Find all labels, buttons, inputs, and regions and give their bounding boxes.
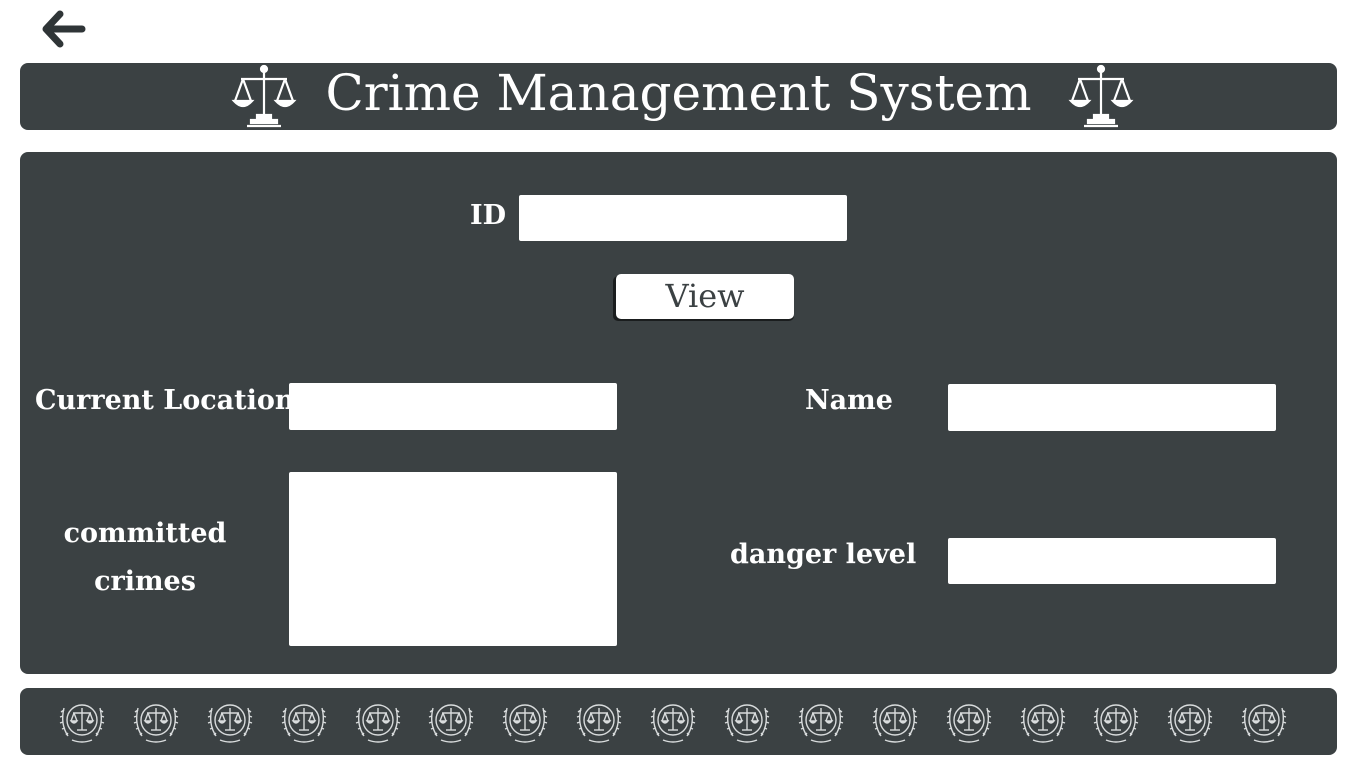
committed-crimes-textarea[interactable]: [289, 472, 617, 646]
scales-laurel-emblem-icon: [1019, 696, 1067, 750]
danger-level-label: danger level: [730, 539, 917, 570]
scales-of-justice-icon: [231, 64, 297, 128]
committed-crimes-label-line1: committed: [63, 518, 227, 549]
header-banner: Crime Management System: [20, 63, 1337, 130]
scales-laurel-emblem-icon: [1166, 696, 1214, 750]
scales-laurel-emblem-icon: [649, 696, 697, 750]
name-input[interactable]: [948, 384, 1276, 431]
scales-laurel-emblem-icon: [427, 696, 475, 750]
scales-laurel-emblem-icon: [945, 696, 993, 750]
scales-laurel-emblem-icon: [723, 696, 771, 750]
scales-laurel-emblem-icon: [354, 696, 402, 750]
id-input[interactable]: [519, 195, 847, 241]
scales-laurel-emblem-icon: [58, 696, 106, 750]
back-button[interactable]: [40, 10, 88, 50]
scales-laurel-emblem-icon: [1092, 696, 1140, 750]
page-title: Crime Management System: [325, 64, 1032, 122]
scales-laurel-emblem-icon: [797, 696, 845, 750]
scales-laurel-emblem-icon: [501, 696, 549, 750]
footer-emblem-row: [58, 696, 1288, 750]
scales-laurel-emblem-icon: [575, 696, 623, 750]
arrow-left-icon: [42, 10, 86, 48]
danger-level-input[interactable]: [948, 538, 1276, 584]
record-form-panel: ID View Current Location Name committed …: [20, 152, 1337, 674]
current-location-label: Current Location: [35, 385, 295, 416]
committed-crimes-label: committed crimes: [40, 510, 250, 606]
scales-laurel-emblem-icon: [206, 696, 254, 750]
scales-laurel-emblem-icon: [280, 696, 328, 750]
id-label: ID: [470, 200, 507, 231]
committed-crimes-label-line2: crimes: [94, 566, 196, 597]
scales-laurel-emblem-icon: [871, 696, 919, 750]
name-label: Name: [805, 385, 893, 416]
current-location-input[interactable]: [289, 383, 617, 430]
view-button[interactable]: View: [616, 274, 794, 319]
scales-laurel-emblem-icon: [1240, 696, 1288, 750]
scales-laurel-emblem-icon: [132, 696, 180, 750]
footer-banner: [20, 688, 1337, 755]
scales-of-justice-icon: [1068, 64, 1134, 128]
